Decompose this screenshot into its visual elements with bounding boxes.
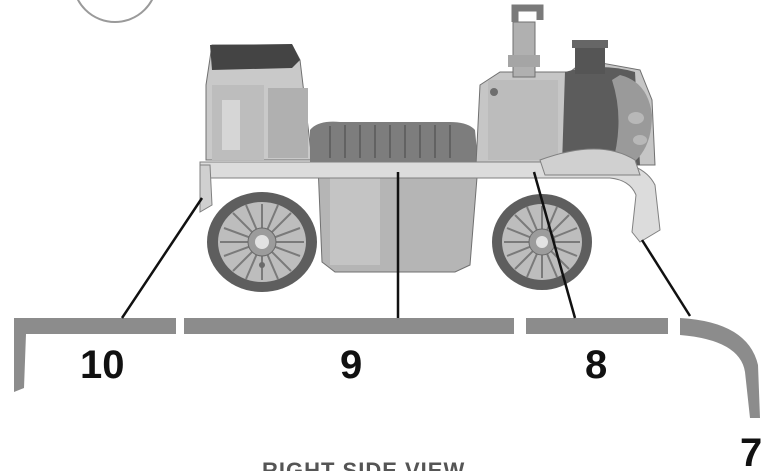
cab-roof (210, 44, 300, 70)
part-10-rear-bumper-piece (14, 318, 176, 392)
part-number-8: 8 (585, 343, 607, 387)
steam-dome (512, 21, 536, 78)
front-fender (539, 148, 641, 176)
part-9-center-running-board (184, 318, 514, 334)
part-number-7: 7 (740, 431, 762, 471)
leader-lines (120, 171, 692, 319)
view-label: RIGHT SIDE VIEW (262, 458, 465, 471)
seat-base-shade (330, 170, 380, 265)
part-number-10: 10 (80, 343, 125, 387)
leader-line-10 (120, 197, 204, 319)
leader-line-7 (640, 239, 692, 317)
front-wheel (492, 194, 592, 290)
part-7-front-fender-piece (680, 318, 760, 418)
rear-bumper (199, 164, 213, 213)
separate-parts (14, 318, 760, 418)
engine-body (475, 4, 656, 166)
seat (310, 121, 478, 162)
corner-circle-marker (76, 0, 154, 23)
ride-on-train-vehicle (199, 4, 661, 292)
leader-line-8 (532, 171, 577, 319)
part-number-9: 9 (340, 343, 362, 387)
rear-wheel (207, 192, 317, 292)
rear-cab (205, 44, 313, 161)
part-8-front-running-board (526, 318, 668, 334)
